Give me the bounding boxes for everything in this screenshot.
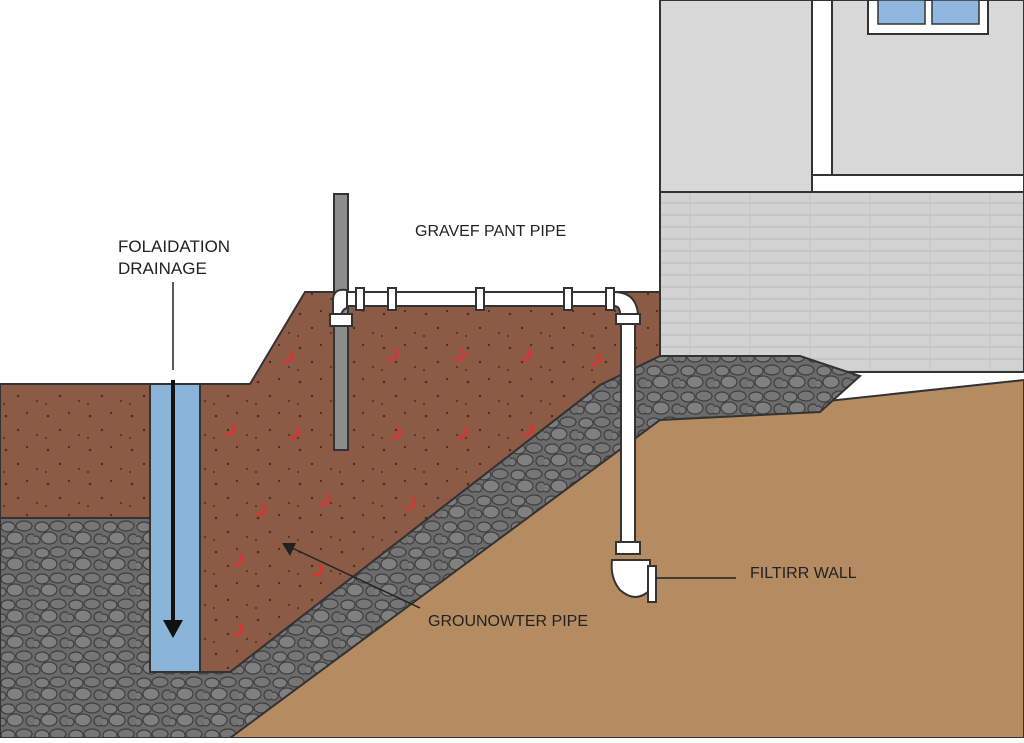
water-flow-marks: [224, 348, 602, 637]
window-pane-right: [931, 0, 980, 25]
label-foundation-drainage-line1: FOLAIDATION: [118, 237, 230, 256]
vertical-downpipe: [620, 323, 636, 543]
pipe-coupling: [355, 287, 365, 311]
groundwater-arrowhead: [282, 543, 296, 556]
groundwater-leader: [289, 546, 421, 609]
label-gravel-pipe: GRAVEF PANT PIPE: [415, 223, 566, 240]
window-pane-left: [877, 0, 926, 25]
label-groundwater-pipe: GROUNOWTER PIPE: [428, 613, 588, 630]
drain-pipe: [329, 287, 657, 603]
house-trim-post: [811, 0, 833, 176]
label-filter-wall: FILTIRR WALL: [750, 565, 857, 582]
window: [867, 0, 989, 35]
trench-flow-arrow: [163, 282, 183, 638]
label-foundation-drainage-line2: DRAINAGE: [118, 259, 207, 278]
house: [659, 0, 1024, 373]
pipe-coupling: [387, 287, 397, 311]
foundation-wall: [659, 191, 1024, 373]
pipe-coupling: [563, 287, 573, 311]
pipe-coupling: [475, 287, 485, 311]
pipe-coupling: [605, 287, 615, 311]
house-sill-trim: [811, 174, 1024, 193]
